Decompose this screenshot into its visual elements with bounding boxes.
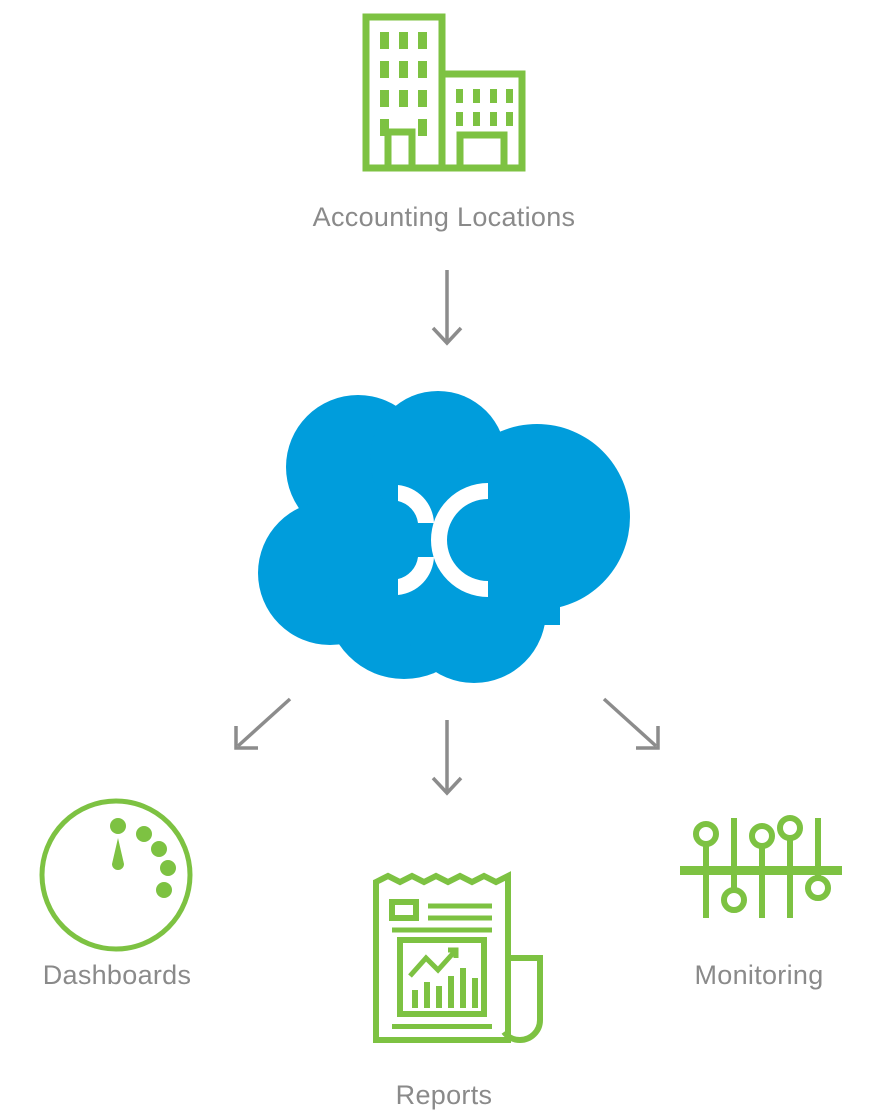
source-label: Accounting Locations <box>312 202 576 232</box>
sliders-icon <box>680 815 842 918</box>
report-document-icon <box>373 871 543 1044</box>
dashboards-label: Dashboards <box>42 960 192 990</box>
buildings-icon <box>362 13 526 172</box>
monitoring-label: Monitoring <box>694 960 824 990</box>
arrow-down-right-icon <box>602 697 660 750</box>
reports-label: Reports <box>395 1080 493 1110</box>
arrow-down-icon <box>431 720 463 796</box>
arrow-down-icon <box>431 270 463 346</box>
gauge-icon <box>39 798 193 952</box>
arrow-down-left-icon <box>234 697 292 750</box>
cloud-logo-icon <box>258 391 630 683</box>
